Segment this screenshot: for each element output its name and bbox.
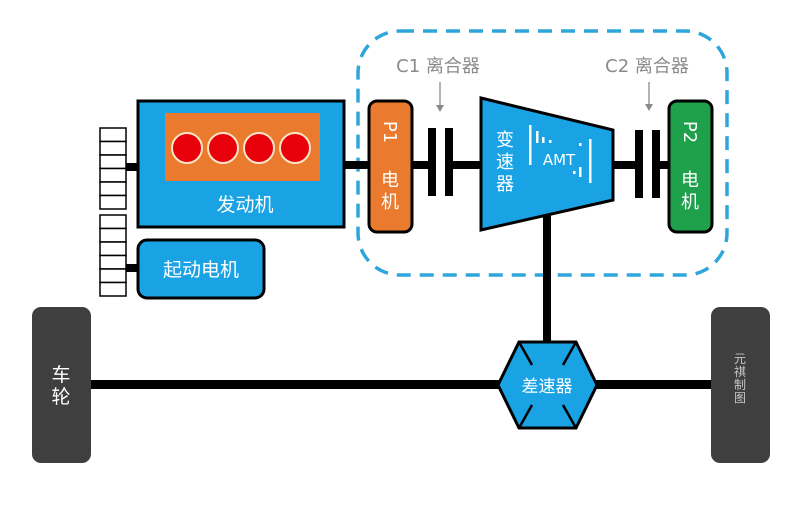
clutch-c2-plate (652, 130, 660, 198)
transmission-label-char1: 变 (496, 130, 514, 151)
axle-shaft (88, 380, 714, 389)
watermark-char4: 图 (734, 391, 746, 405)
p1-c1-shaft (410, 161, 430, 169)
wheel-left-label-char1: 车 (51, 364, 70, 386)
clutch-c1-label: C1 离合器 (396, 56, 480, 77)
arrow-down-icon (436, 105, 444, 112)
amt-label: AMT (543, 151, 576, 169)
trans-diff-shaft (543, 210, 551, 345)
starter-motor: 起动电机 (136, 238, 266, 300)
p1-motor-label-char2: 机 (381, 192, 399, 213)
trans-c2-shaft (612, 161, 637, 169)
flywheel-ring-gear (99, 127, 127, 297)
shafts (88, 161, 714, 389)
c1-trans-shaft (452, 161, 482, 169)
starter-motor-label: 起动电机 (163, 259, 239, 281)
clutch-c2-plate (635, 130, 643, 198)
p2-motor-label-top: P2 (679, 121, 700, 143)
differential: 差速器 (496, 340, 599, 430)
clutch-c2: C2 离合器 (605, 56, 689, 198)
clutch-c1-plate (428, 128, 436, 196)
p2-motor: P2 电 机 (667, 99, 714, 234)
watermark-char2: 祺 (734, 365, 746, 379)
engine-cylinder (171, 132, 203, 164)
engine-cylinder (243, 132, 275, 164)
arrow-down-icon (645, 104, 653, 111)
p1-motor-label-top: P1 (379, 121, 400, 143)
p1-motor-label-char1: 电 (381, 170, 399, 191)
engine-cylinder (207, 132, 239, 164)
watermark-char1: 元 (734, 352, 746, 366)
c2-p2-shaft (659, 161, 671, 169)
engine-label: 发动机 (216, 194, 273, 216)
clutch-c1-plate (445, 128, 453, 196)
p2-motor-label-char2: 机 (681, 192, 699, 213)
hybrid-module-boundary (356, 29, 729, 277)
wheel-right: 元 祺 制 图 (711, 307, 770, 463)
engine-p1-shaft (344, 161, 370, 169)
engine: 发动机 (136, 99, 346, 229)
transmission-label-char3: 器 (496, 174, 514, 195)
wheel-left-label-char2: 轮 (51, 386, 70, 408)
clutch-c1: C1 离合器 (396, 56, 480, 196)
flywheel-engine-shaft (126, 163, 140, 171)
flywheel-starter-shaft (126, 264, 140, 272)
p1-motor: P1 电 机 (367, 99, 414, 234)
wheel-left: 车 轮 (32, 307, 91, 463)
p2-motor-label-char1: 电 (681, 170, 699, 191)
transmission: 变 速 器 AMT (479, 96, 615, 232)
amt-logo: AMT (529, 125, 592, 183)
differential-label: 差速器 (522, 377, 573, 397)
engine-cylinder (279, 132, 311, 164)
transmission-label-char2: 速 (496, 152, 514, 173)
watermark-char3: 制 (734, 378, 746, 392)
clutch-c2-label: C2 离合器 (605, 56, 689, 77)
